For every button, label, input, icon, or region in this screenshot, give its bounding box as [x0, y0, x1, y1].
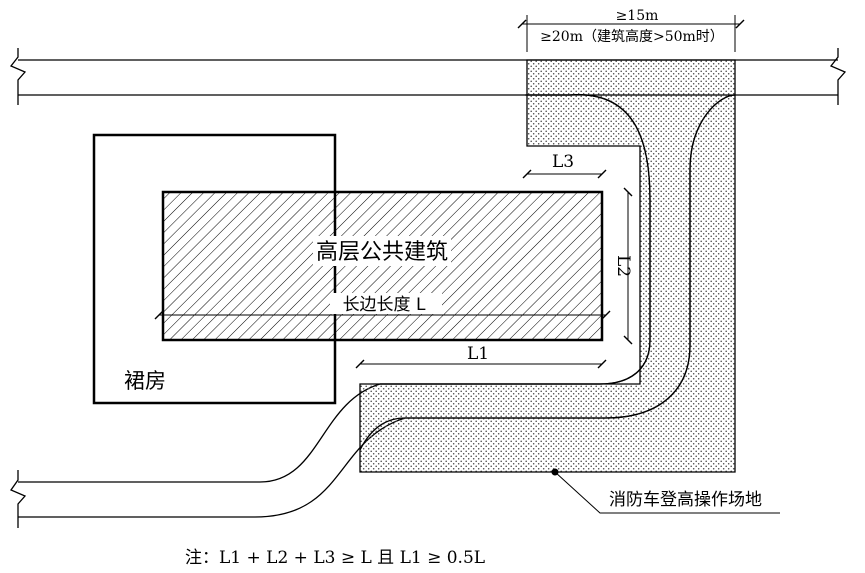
l3-label: L3 [552, 152, 574, 172]
building-label: 高层公共建筑 [316, 240, 448, 265]
building-label-bg [313, 236, 451, 266]
l1-label: L1 [467, 344, 489, 364]
break-mark-bottom [10, 470, 27, 528]
site-label: 消防车登高操作场地 [609, 490, 762, 510]
podium-label: 裙房 [124, 369, 166, 393]
note-text: 注：L1 + L2 + L3 ≥ L 且 L1 ≥ 0.5L [185, 548, 485, 568]
l2-label: L2 [613, 255, 633, 277]
long-side-label-bg [330, 293, 442, 314]
width-min-label: ≥15m [616, 8, 659, 24]
break-mark-right [829, 48, 847, 105]
break-mark-left [9, 48, 27, 105]
width-tall-label: ≥20m（建筑高度>50m时） [540, 28, 724, 45]
long-side-label: 长边长度 L [343, 295, 426, 315]
site-leader-line [554, 471, 780, 514]
fire-access-site [359, 59, 736, 473]
